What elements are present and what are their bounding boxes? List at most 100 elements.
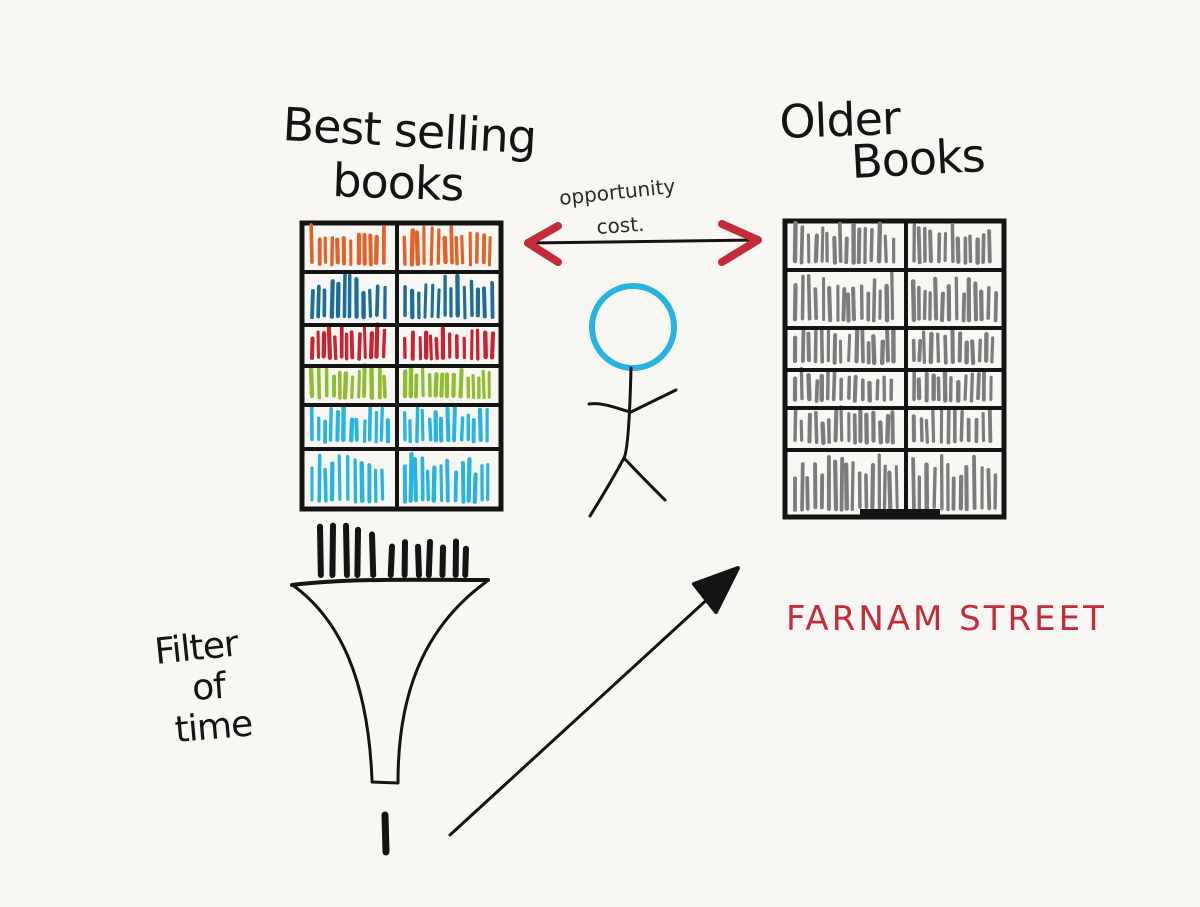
book-spine [445,458,450,503]
book-spine [832,235,838,265]
funnel-books [317,522,469,578]
book-spine [425,469,431,502]
book-spine [428,334,433,361]
book-spine [472,472,478,504]
book-spine [801,327,806,363]
book-spine [343,522,350,578]
book-spine [880,339,886,366]
arrow-up-right-icon [448,566,740,837]
book-spine [932,466,937,509]
book-spine [793,409,798,442]
book-spine [335,409,341,442]
book-spine [806,331,811,363]
book-spine [436,228,441,265]
book-spine [439,372,445,398]
book-spine [871,278,877,323]
book-spine [481,286,487,319]
funnel-icon [290,577,490,856]
book-spine [335,237,340,265]
book-spine [477,407,483,443]
older-title-line2: Books [850,128,986,189]
book-spine [328,407,333,442]
book-spine [449,225,454,265]
best-selling-books [308,223,496,504]
book-spine [990,336,995,364]
book-spine [841,287,847,322]
book-spine [887,470,893,512]
book-spine [813,287,819,321]
book-spine [950,222,955,264]
book-spine [374,322,380,359]
book-spine [415,405,420,444]
book-spine [382,374,387,399]
book-spine [460,461,466,504]
book-spine [854,328,860,364]
book-spine [924,418,929,444]
book-spine [420,408,425,442]
book-spine [837,221,843,263]
brand-label: FARNAM STREET [786,599,1107,639]
book-spine [813,233,819,264]
book-spine [342,273,347,319]
book-spine [326,325,333,360]
book-spine [362,363,367,398]
book-spine [968,234,973,264]
book-spine [375,284,380,317]
book-spine [459,416,465,442]
opportunity-arrow [524,220,762,266]
book-spine [814,379,820,403]
book-spine [973,281,979,322]
book-spine [993,291,999,323]
book-spine [878,420,884,445]
book-spine [429,226,434,266]
book-spine [357,369,361,399]
book-spine [310,288,315,320]
stick-figure-icon [587,283,678,518]
book-spine [329,522,336,578]
book-spine [844,236,849,265]
book-spine [987,408,993,443]
book-spine [433,372,439,398]
book-spine [439,544,446,578]
book-spine [936,332,941,363]
book-spine [489,331,496,360]
book-spine [856,227,862,265]
older-books [792,220,999,513]
book-spine [425,538,433,578]
book-spine [806,274,812,321]
book-spine [342,371,349,400]
filter-label-line2: of [191,666,229,709]
book-spine [308,367,315,399]
book-spine [928,229,933,263]
book-spine [453,470,459,503]
book-spine [943,334,948,365]
book-spine [939,291,945,323]
book-spine [466,457,472,503]
book-spine [850,461,855,512]
book-spine [833,409,839,443]
book-spine [800,462,805,512]
book-spine [833,459,839,512]
book-spine [852,374,858,403]
book-spine [820,421,826,445]
best-selling-title-line2: books [332,153,465,212]
book-spine [814,410,819,445]
book-spine [439,464,444,503]
book-spine [911,457,916,512]
book-spine [871,334,877,366]
book-spine [349,417,355,443]
book-spine [792,282,798,322]
book-spine [469,279,474,317]
book-spine [922,289,927,321]
book-spine [481,369,486,400]
opportunity-label-line1: opportunity [558,174,677,210]
book-spine [415,543,422,578]
book-spine [928,331,934,365]
book-spine [402,235,407,266]
book-spine [380,468,385,501]
book-spine [847,333,852,363]
book-spine [885,413,891,444]
book-spine [369,531,377,578]
book-spine [931,407,936,443]
